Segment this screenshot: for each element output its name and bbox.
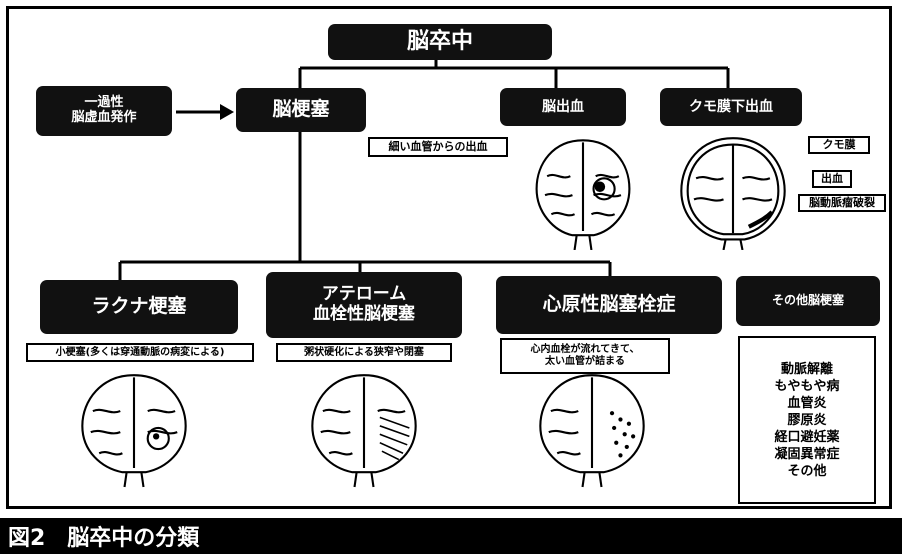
list-item: 動脈解離 [780, 361, 833, 377]
sah-note-arachnoid: クモ膜 [808, 136, 870, 154]
list-item: 血管炎 [787, 395, 827, 411]
list-item: もやもや病 [774, 378, 840, 394]
atheroma-box: アテローム 血栓性脳梗塞 [266, 272, 462, 338]
list-item: 凝固異常症 [774, 446, 840, 462]
stroke-title: 脳卒中 [406, 29, 473, 55]
tia-line1: 一過性 [84, 95, 124, 111]
list-item: その他 [787, 463, 827, 479]
brain-lacunar-illustration [81, 374, 187, 488]
other-box: その他脳梗塞 [736, 276, 880, 326]
sah-label: クモ膜下出血 [689, 98, 773, 115]
lacunar-note: 小梗塞(多くは穿通動脈の病変による) [26, 343, 254, 362]
tia-line2: 脳虚血発作 [71, 110, 137, 125]
sah-note-aneurysm: 脳動脈瘤破裂 [798, 194, 886, 212]
other-title: その他脳梗塞 [771, 293, 844, 308]
cardio-box: 心原性脳塞栓症 [496, 276, 722, 334]
cardio-note: 心内血栓が流れてきて、 太い血管が詰まる [500, 338, 670, 374]
diagram-frame [6, 6, 892, 509]
infarction-label: 脳梗塞 [272, 98, 330, 121]
other-causes-list: 動脈解離 もやもや病 血管炎 膠原炎 経口避妊薬 凝固異常症 その他 [738, 336, 876, 504]
cardio-title: 心原性脳塞栓症 [542, 293, 676, 316]
brain-sah-illustration [680, 137, 786, 250]
hemorrhage-label: 脳出血 [542, 98, 584, 115]
tia-box: 一過性 脳虚血発作 [36, 86, 172, 136]
hemorrhage-box: 脳出血 [500, 88, 626, 126]
lacunar-title: ラクナ梗塞 [91, 295, 187, 318]
list-item: 膠原炎 [787, 412, 827, 428]
infarction-box: 脳梗塞 [236, 88, 366, 132]
brain-atheroma-illustration [311, 374, 417, 488]
sah-note-bleeding: 出血 [812, 170, 852, 188]
sah-box: クモ膜下出血 [660, 88, 802, 126]
stroke-title-box: 脳卒中 [328, 24, 552, 60]
brain-hemorrhage-illustration [535, 139, 631, 250]
arrow-head [220, 104, 234, 120]
brain-cardio-illustration [539, 374, 645, 488]
figure-caption: 図2 脳卒中の分類 [0, 518, 902, 554]
atheroma-line1: アテローム [321, 284, 407, 305]
hemorrhage-note: 細い血管からの出血 [368, 137, 508, 157]
atheroma-note: 粥状硬化による狭窄や閉塞 [276, 343, 452, 362]
lacunar-box: ラクナ梗塞 [40, 280, 238, 334]
atheroma-line2: 血栓性脳梗塞 [313, 304, 415, 324]
list-item: 経口避妊薬 [774, 429, 840, 445]
